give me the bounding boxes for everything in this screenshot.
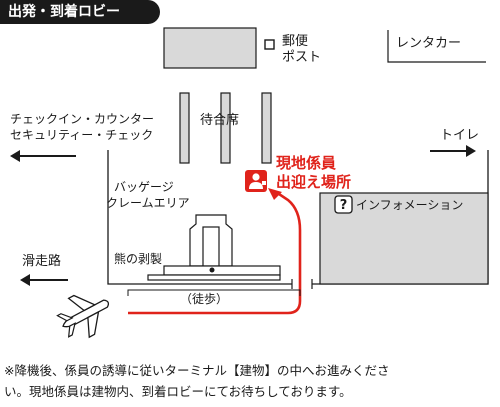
- staff-meeting-label-line1: 現地係員: [276, 154, 337, 172]
- walking-route: [128, 190, 302, 315]
- waiting-bench: [220, 92, 231, 164]
- bear-display-base: [147, 274, 281, 281]
- toilet-arrow-head: [466, 145, 476, 157]
- waiting-bench: [179, 92, 190, 164]
- bear-marker: [209, 267, 215, 273]
- walk-label: （徒歩）: [180, 292, 229, 306]
- person-icon: [245, 170, 267, 192]
- footnote-line1: ※降機後、係員の誘導に従いターミナル【建物】の中へお進みくださ: [4, 363, 390, 378]
- post-office-label-line1: 郵便: [282, 34, 309, 49]
- runway-label: 滑走路: [22, 254, 62, 269]
- airplane-icon: [56, 294, 110, 339]
- baggage-carousel: [202, 226, 220, 267]
- footnote-line2: い。現地係員は建物内、到着ロビーにてお待ちしております。: [4, 384, 352, 399]
- question-mark-icon: ?: [334, 195, 353, 214]
- footnote: ※降機後、係員の誘導に従いターミナル【建物】の中へお進みくださ い。現地係員は建…: [4, 360, 496, 402]
- check-in-label-line1: チェックイン・カウンター: [10, 112, 155, 126]
- staff-meeting-label-line2: 出迎え場所: [276, 173, 352, 191]
- runway-arrow-head: [20, 274, 30, 286]
- terminal-outline: [107, 150, 292, 285]
- post-square-icon: [264, 39, 275, 50]
- walk-bracket: [127, 289, 301, 296]
- post-office-building: [163, 27, 257, 69]
- toilet-label: トイレ: [440, 128, 480, 143]
- check-in-arrow-head: [10, 150, 20, 162]
- rent-a-car-label: レンタカー: [396, 36, 462, 51]
- bear-specimen-label: 熊の剥製: [114, 252, 163, 266]
- walking-route-arrowhead: [268, 188, 282, 200]
- baggage-claim-label-line2: クレームエリア: [106, 196, 190, 210]
- baggage-claim-label-line1: バッゲージ: [114, 180, 174, 194]
- waiting-seats-label: 待合席: [200, 113, 240, 128]
- post-office-label-line2: ポスト: [282, 50, 322, 65]
- page-title: 出発・到着ロビー: [0, 0, 160, 24]
- information-label: インフォメーション: [356, 198, 464, 212]
- svg-text:?: ?: [340, 198, 348, 213]
- rent-a-car-area: [387, 30, 486, 63]
- bear-display-platform: [163, 265, 281, 276]
- check-in-label-line2: セキュリティー・チェック: [10, 128, 154, 142]
- waiting-bench: [261, 92, 272, 164]
